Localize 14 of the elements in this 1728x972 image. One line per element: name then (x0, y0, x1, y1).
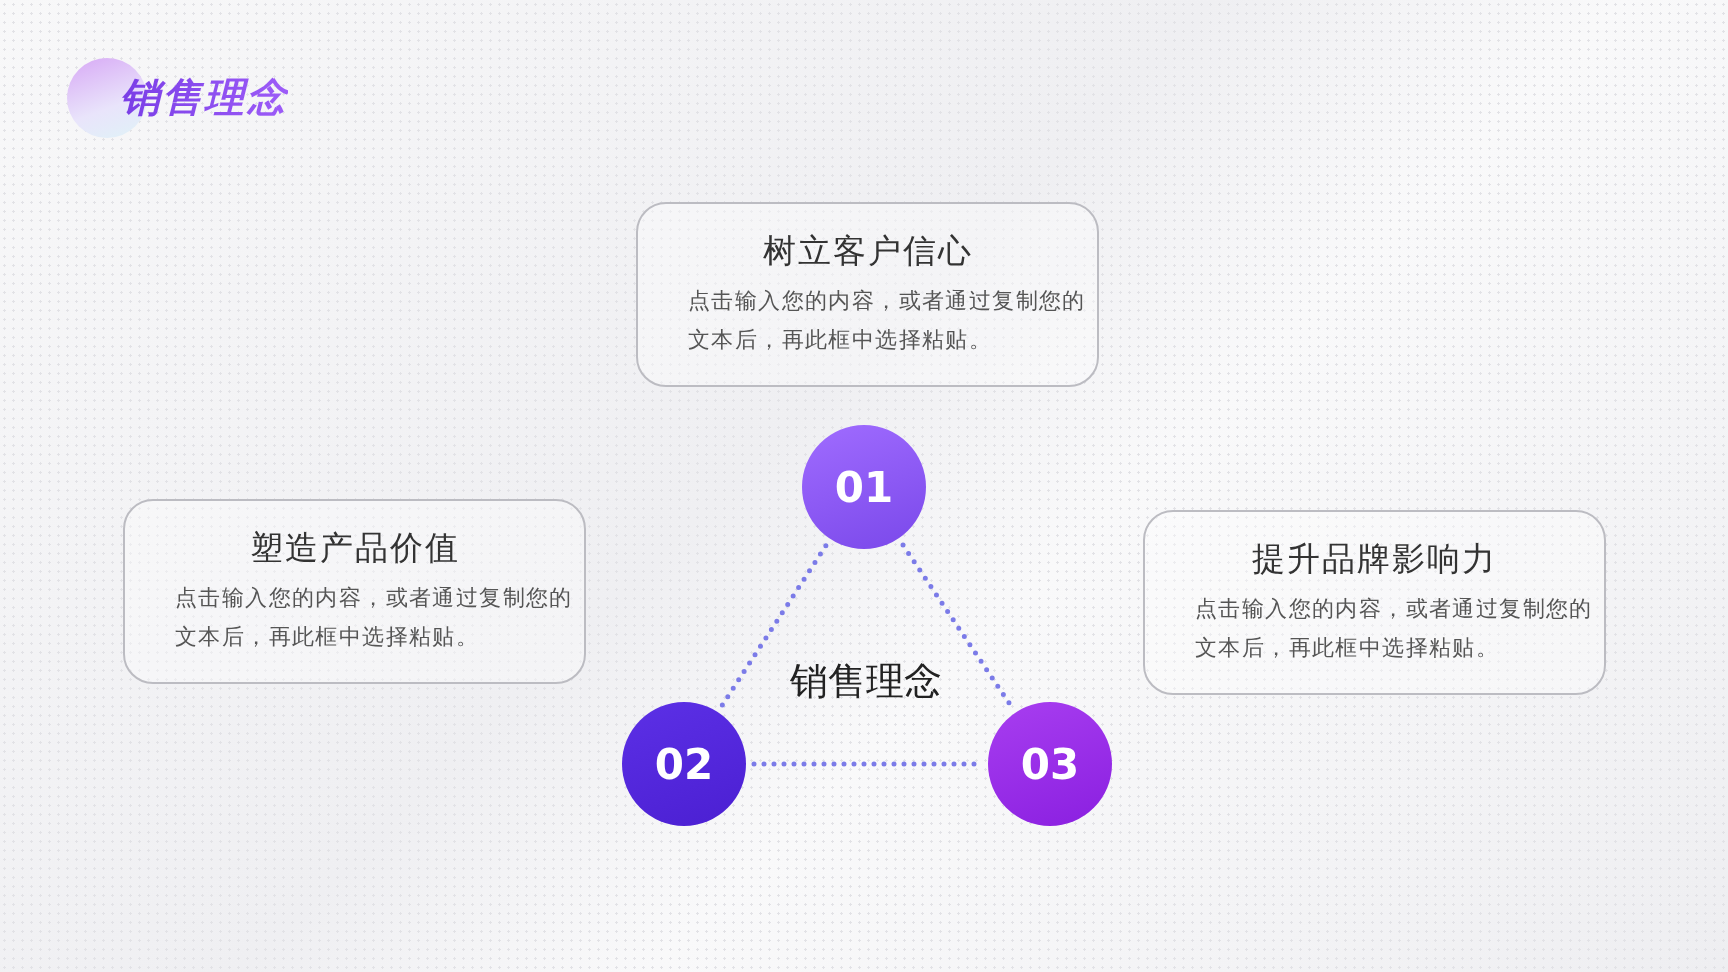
text-card (1143, 510, 1606, 695)
number-circle: 01 (802, 425, 926, 549)
card-body-text: 点击输入您的内容，或者通过复制您的文本后，再此框中选择粘贴。 (1195, 594, 1594, 662)
number-circle: 03 (988, 702, 1112, 826)
text-card (636, 202, 1099, 387)
number-circle: 02 (622, 702, 746, 826)
card-body-text: 点击输入您的内容，或者通过复制您的文本后，再此框中选择粘贴。 (688, 286, 1087, 354)
card-heading: 树立客户信心 (761, 230, 974, 272)
center-label: 销售理念 (790, 658, 942, 705)
card-body-text: 点击输入您的内容，或者通过复制您的文本后，再此框中选择粘贴。 (175, 583, 574, 651)
card-heading: 塑造产品价值 (248, 527, 461, 569)
text-card (123, 499, 586, 684)
card-heading: 提升品牌影响力 (1251, 538, 1498, 580)
dotted-connector (719, 543, 829, 708)
